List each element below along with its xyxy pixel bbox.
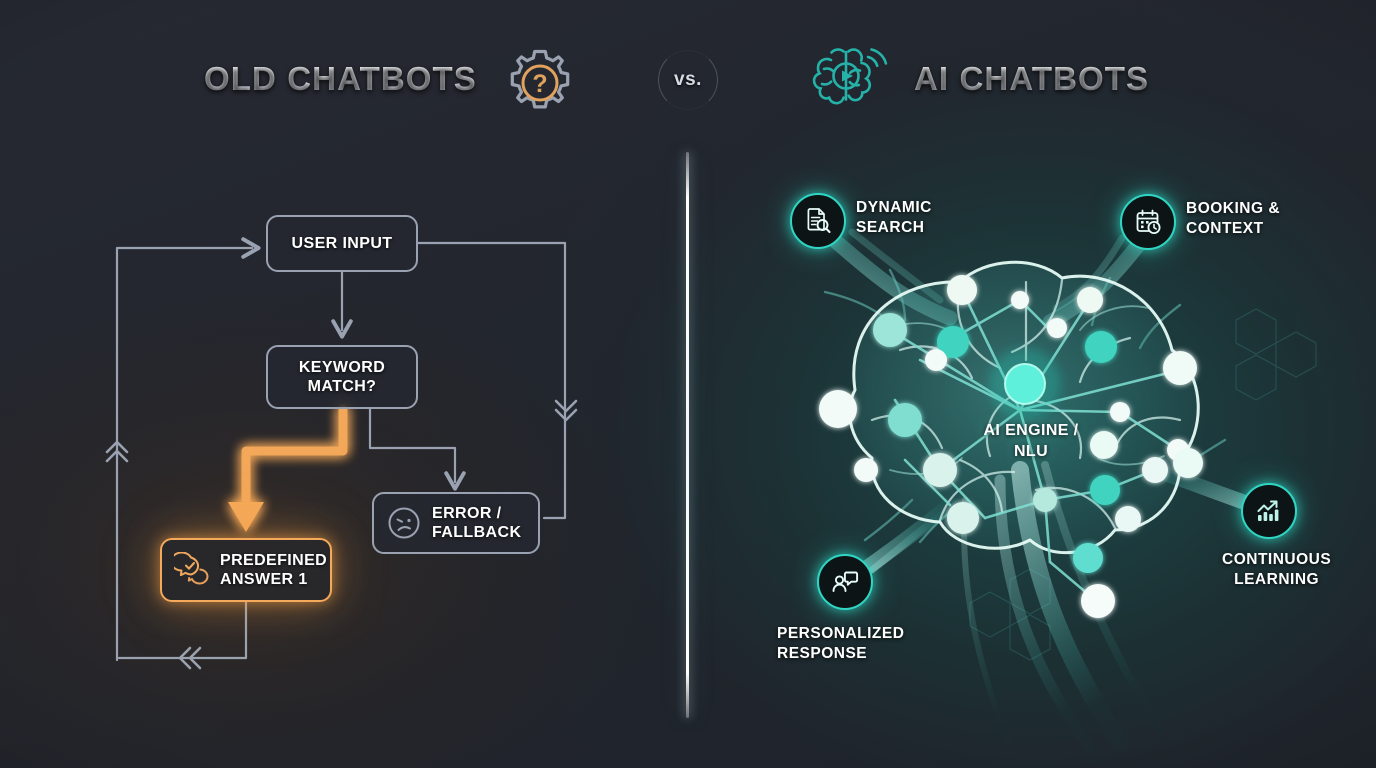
feature-label-continuous-learning-1: CONTINUOUS: [1222, 551, 1332, 568]
flow-node-keyword-match-label-2: MATCH?: [307, 378, 377, 395]
feature-label-dynamic-search-2: SEARCH: [856, 219, 925, 236]
sad-face-icon: [388, 507, 420, 539]
flow-node-predefined-answer[interactable]: PREDEFINED ANSWER 1: [160, 538, 332, 602]
feature-badge-dynamic-search[interactable]: [790, 193, 846, 249]
vs-label: vs.: [674, 69, 702, 90]
user-chat-icon: [832, 571, 859, 592]
feature-label-booking-context-1: BOOKING &: [1186, 200, 1281, 217]
gear-question-icon: ?: [510, 49, 570, 109]
feature-label-personalized-response-1: PERSONALIZED: [777, 625, 905, 642]
vs-badge: vs.: [658, 50, 718, 110]
feature-badge-booking-context[interactable]: [1120, 194, 1176, 250]
feature-label-personalized-response: PERSONALIZED RESPONSE: [777, 624, 904, 664]
flow-node-error-fallback[interactable]: ERROR / FALLBACK: [372, 492, 540, 554]
feature-label-dynamic-search-1: DYNAMIC: [856, 199, 932, 216]
feature-label-continuous-learning-2: LEARNING: [1234, 571, 1320, 588]
ai-engine-core-label-1: AI ENGINE /: [983, 422, 1079, 439]
growth-chart-icon: [1257, 500, 1279, 521]
panel-divider: [686, 152, 689, 718]
flow-node-predefined-label-1: PREDEFINED: [220, 552, 328, 569]
calendar-clock-icon: [1136, 209, 1161, 234]
feature-badge-continuous-learning[interactable]: [1241, 483, 1297, 539]
svg-text:?: ?: [532, 70, 547, 98]
flow-node-user-input-label: USER INPUT: [291, 235, 393, 252]
header: OLD CHATBOTS ? vs.: [0, 0, 1376, 150]
page-title-ai-chatbots: AI CHATBOTS: [914, 60, 1150, 97]
feature-badge-personalized-response[interactable]: [817, 554, 873, 610]
document-search-icon: [807, 208, 831, 234]
flow-node-user-input[interactable]: USER INPUT: [266, 215, 418, 272]
feature-label-booking-context-2: CONTEXT: [1186, 220, 1264, 237]
ai-engine-core-label: AI ENGINE / NLU: [961, 420, 1101, 462]
feature-label-dynamic-search: DYNAMIC SEARCH: [856, 198, 932, 238]
vs-ring: [658, 50, 718, 110]
chat-check-icon: [174, 552, 209, 585]
flow-node-predefined-label-2: ANSWER 1: [220, 571, 308, 588]
flow-node-error-label-1: ERROR /: [432, 505, 502, 522]
brain-signal-icon: [812, 48, 888, 105]
flow-node-keyword-match[interactable]: KEYWORD MATCH?: [266, 345, 418, 409]
feature-label-continuous-learning: CONTINUOUS LEARNING: [1222, 550, 1331, 590]
ai-engine-core-label-2: NLU: [1013, 443, 1049, 460]
flow-node-error-label-2: FALLBACK: [432, 524, 522, 541]
flow-node-keyword-match-label-1: KEYWORD: [298, 359, 386, 376]
page-title-old-chatbots: OLD CHATBOTS: [204, 60, 477, 97]
feature-label-personalized-response-2: RESPONSE: [777, 645, 868, 662]
feature-label-booking-context: BOOKING & CONTEXT: [1186, 199, 1280, 239]
